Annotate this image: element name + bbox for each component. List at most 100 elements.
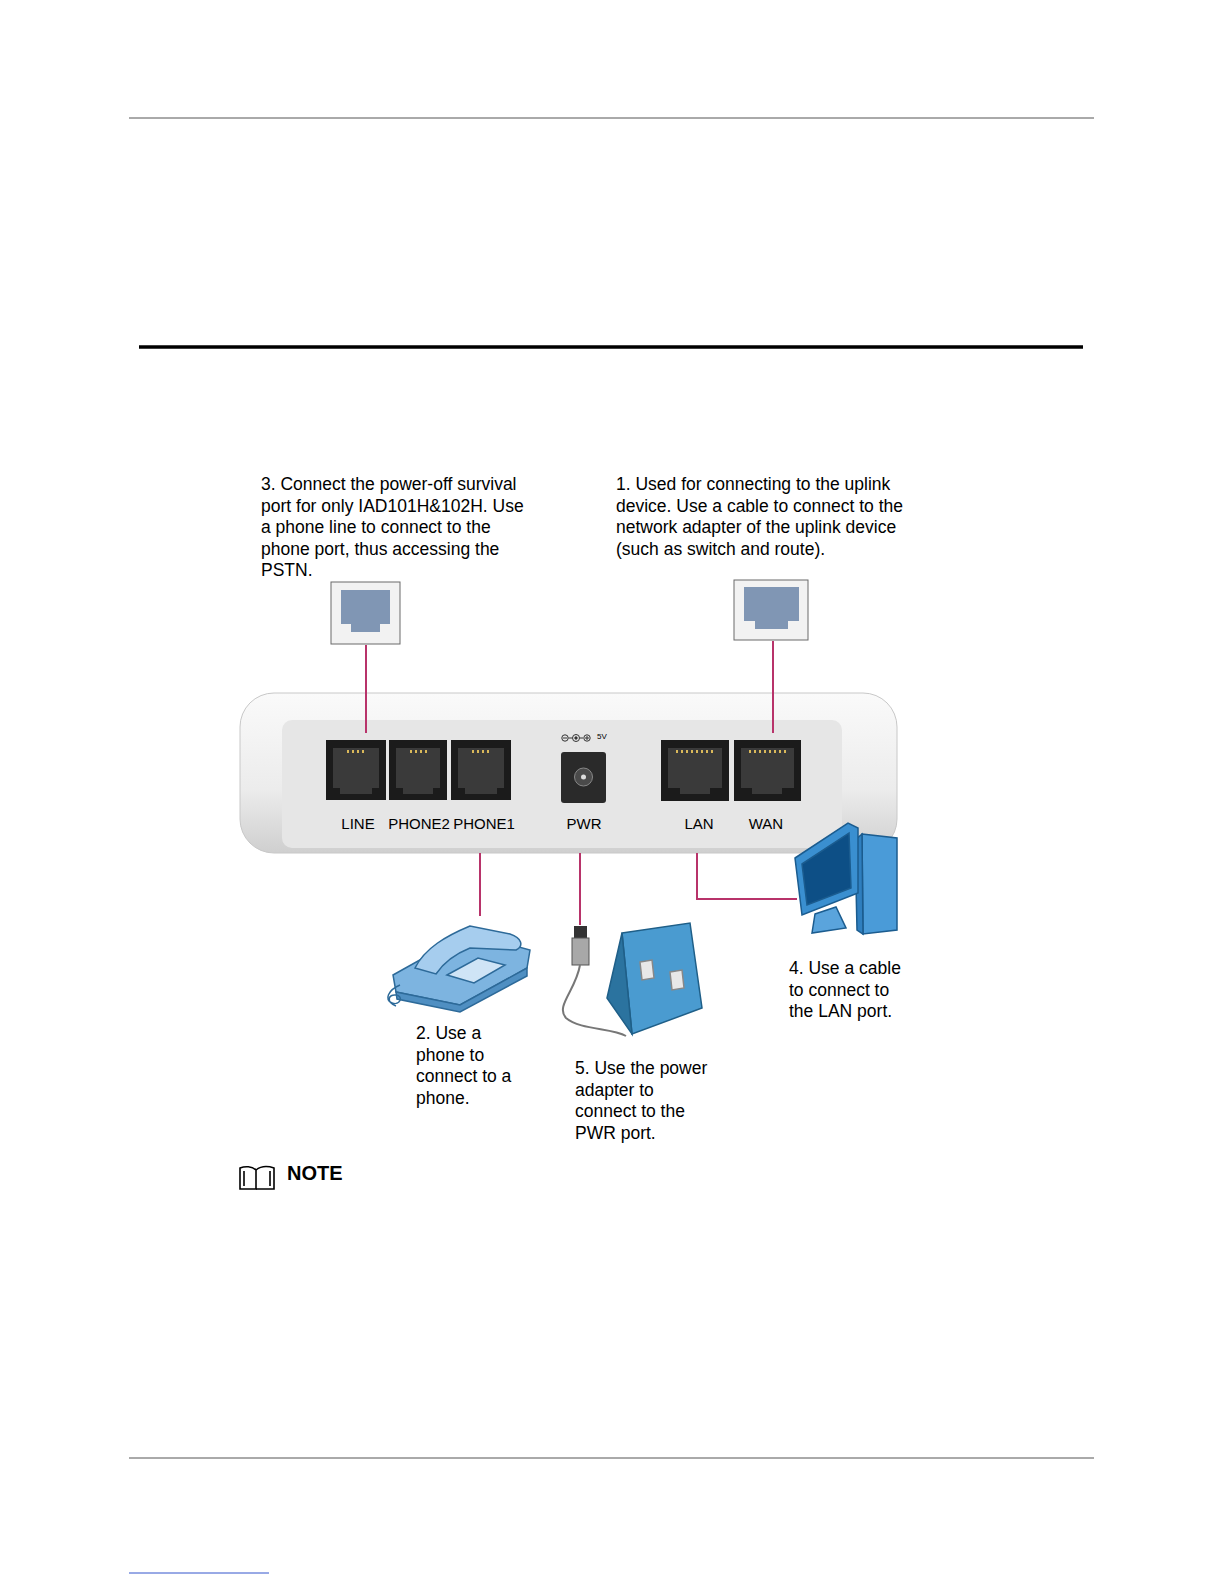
callout-text: 1. Used for connecting to the uplink dev… <box>616 474 921 560</box>
polarity-symbol <box>587 736 588 740</box>
line-port-icon <box>331 582 400 644</box>
polarity-symbol <box>562 735 590 742</box>
device-body <box>240 693 897 853</box>
leader-lines <box>366 641 797 925</box>
note-icon <box>256 1167 274 1189</box>
wan-port-icon <box>734 580 808 640</box>
device-back-panel: LINEPHONE2PHONE15VPWRLANWAN <box>240 693 897 853</box>
note-icon <box>240 1167 256 1189</box>
computer <box>862 834 897 934</box>
computer <box>802 833 851 905</box>
polarity-symbol <box>562 735 568 741</box>
device-body <box>282 720 842 848</box>
rj-ports <box>347 750 349 753</box>
rj-ports <box>754 750 756 753</box>
leader-lines <box>365 645 367 733</box>
rj-ports <box>403 788 433 794</box>
rj-ports <box>451 740 511 800</box>
rj-ports <box>711 750 713 753</box>
polarity-symbol <box>573 735 580 742</box>
rj-ports <box>734 740 801 801</box>
line-port-icon <box>331 582 400 644</box>
rj-ports <box>741 748 794 788</box>
rj-ports <box>425 750 427 753</box>
callout-text: 5. Use the power adapter to connect to t… <box>575 1058 715 1144</box>
rj-ports <box>749 750 751 753</box>
port-label: PHONE1 <box>453 815 515 833</box>
power-jack <box>561 752 606 803</box>
rj-ports <box>676 750 678 753</box>
leader-lines <box>697 853 797 899</box>
rj-ports <box>774 750 776 753</box>
rj-ports <box>389 740 447 800</box>
callout-text: 4. Use a cable to connect to the LAN por… <box>789 958 911 1023</box>
rj-ports <box>420 750 422 753</box>
port-label: LAN <box>684 815 713 833</box>
rj-ports <box>680 788 710 794</box>
telephone <box>447 958 505 983</box>
rj-ports <box>396 748 440 788</box>
computer <box>795 823 858 915</box>
rj-ports <box>701 750 703 753</box>
rj-ports <box>759 750 761 753</box>
rj-ports <box>465 788 497 794</box>
rj-ports <box>691 750 693 753</box>
rj-ports <box>769 750 771 753</box>
note-icon <box>240 1167 274 1189</box>
rj-ports <box>661 740 729 801</box>
polarity-symbol <box>575 737 577 739</box>
note-icon <box>243 1171 245 1186</box>
port-label: WAN <box>749 815 783 833</box>
wan-port-icon <box>744 587 799 629</box>
leader-lines <box>479 853 481 916</box>
port-label: LINE <box>341 815 374 833</box>
power-plug <box>572 938 589 965</box>
header-rule <box>129 118 1094 119</box>
rj-ports <box>410 750 412 753</box>
power-adapter <box>670 970 684 990</box>
power-jack <box>581 775 586 780</box>
rj-ports <box>415 750 417 753</box>
rj-ports <box>482 750 484 753</box>
rj-ports <box>333 748 379 788</box>
device-body <box>240 693 897 853</box>
link-underline <box>129 1573 269 1574</box>
power-adapter <box>607 923 702 1034</box>
rj-ports <box>362 750 364 753</box>
power-jack <box>575 768 593 786</box>
note-heading: NOTE <box>287 1163 343 1185</box>
rj-ports <box>784 750 786 753</box>
rj-ports <box>472 750 474 753</box>
callout-text: 3. Connect the power-off survival port f… <box>261 474 536 582</box>
rj-ports <box>357 750 359 753</box>
power-jack <box>561 752 606 803</box>
rj-ports <box>779 750 781 753</box>
leader-lines <box>772 641 774 733</box>
wan-port-icon <box>734 580 808 640</box>
section-rule <box>139 345 1083 349</box>
polarity-symbol <box>569 738 573 739</box>
line-port-icon <box>341 590 390 632</box>
port-label: PHONE2 <box>388 815 450 833</box>
rj-ports <box>706 750 708 753</box>
callout-text: 2. Use a phone to connect to a phone. <box>416 1023 522 1109</box>
note-icon <box>269 1171 271 1186</box>
rj-ports <box>326 740 386 800</box>
rj-ports <box>477 750 479 753</box>
rj-ports <box>681 750 683 753</box>
rj-ports <box>686 750 688 753</box>
rj-ports <box>458 748 504 788</box>
footer-rule <box>129 1458 1094 1459</box>
rj-ports <box>696 750 698 753</box>
power-adapter <box>622 923 702 1034</box>
computer <box>795 823 897 934</box>
rj-ports <box>752 788 782 794</box>
telephone <box>388 985 401 1006</box>
telephone <box>388 926 530 1012</box>
power-plug <box>574 926 587 938</box>
port-label: PWR <box>567 815 602 833</box>
rj-ports <box>340 788 372 794</box>
polarity-symbol <box>584 735 590 741</box>
